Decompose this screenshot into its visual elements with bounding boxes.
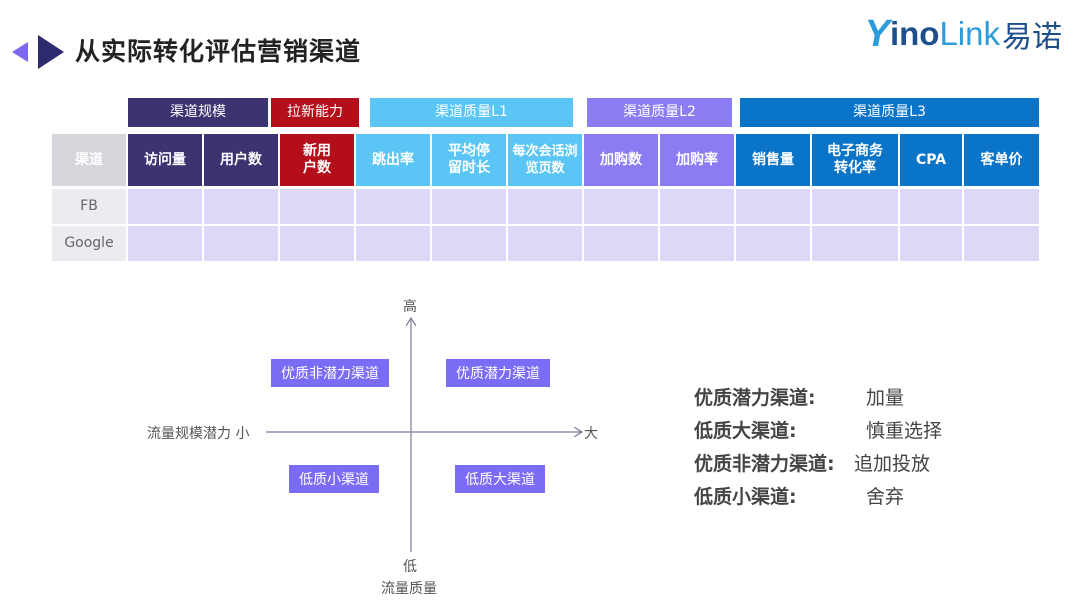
group-acquisition: 拉新能力 <box>271 98 359 127</box>
y-axis-high: 高 <box>403 299 417 315</box>
group-quality-l3: 渠道质量L3 <box>740 98 1039 127</box>
table-cell <box>128 226 202 261</box>
header-cpa: CPA <box>900 134 962 186</box>
x-axis-big: 大 <box>584 426 598 442</box>
quadrant-top-right: 优质潜力渠道 <box>446 359 550 387</box>
table-cell <box>432 189 506 224</box>
header-avg-duration: 平均停 留时长 <box>432 134 506 186</box>
table-cell <box>204 226 278 261</box>
logo-cn: 易诺 <box>1002 20 1062 55</box>
table-cell <box>812 226 898 261</box>
table-cell <box>736 226 810 261</box>
table-cell <box>584 189 658 224</box>
group-quality-l1: 渠道质量L1 <box>370 98 573 127</box>
table-cell <box>204 189 278 224</box>
header-add-to-cart: 加购数 <box>584 134 658 186</box>
header-pages-per-session: 每次会话浏 览页数 <box>508 134 582 186</box>
table-cell <box>128 189 202 224</box>
legend-key: 优质潜力渠道: <box>694 387 816 409</box>
page-title: 从实际转化评估营销渠道 <box>75 37 362 66</box>
table-cell <box>660 226 734 261</box>
table-cell <box>964 226 1039 261</box>
next-arrow-icon[interactable] <box>38 35 64 69</box>
header-sales: 销售量 <box>736 134 810 186</box>
table-cell <box>508 226 582 261</box>
quadrant-bottom-right: 低质大渠道 <box>455 465 545 493</box>
row-label: FB <box>52 189 126 224</box>
legend-key: 优质非潜力渠道: <box>694 453 835 475</box>
table-cell <box>900 189 962 224</box>
x-axis-label: 流量规模潜力 小 <box>147 426 250 442</box>
header-bounce-rate: 跳出率 <box>356 134 430 186</box>
header-channel: 渠道 <box>52 134 126 186</box>
table-cell <box>508 189 582 224</box>
table-cell <box>584 226 658 261</box>
legend-item: 优质潜力渠道: 加量 <box>694 383 904 410</box>
table-cell <box>660 189 734 224</box>
table-cell <box>356 226 430 261</box>
legend-value: 慎重选择 <box>866 420 943 442</box>
legend-value: 追加投放 <box>854 453 931 475</box>
header-new-users: 新用 户数 <box>280 134 354 186</box>
table-cell <box>432 226 506 261</box>
table-cell <box>280 189 354 224</box>
y-axis-low: 低 <box>403 559 417 575</box>
header-avg-order-value: 客单价 <box>964 134 1039 186</box>
header-add-to-cart-rate: 加购率 <box>660 134 734 186</box>
legend-item: 低质大渠道: 慎重选择 <box>694 416 942 443</box>
legend-item: 低质小渠道: 舍弃 <box>694 482 904 509</box>
header-users: 用户数 <box>204 134 278 186</box>
logo-ino: ino <box>889 15 940 52</box>
legend-value: 加量 <box>866 387 905 409</box>
table-cell <box>812 189 898 224</box>
legend-key: 低质小渠道: <box>694 486 797 508</box>
quadrant-bottom-left: 低质小渠道 <box>289 465 379 493</box>
table-cell <box>280 226 354 261</box>
table-cell <box>736 189 810 224</box>
quadrant-top-left: 优质非潜力渠道 <box>271 359 389 387</box>
prev-arrow-icon[interactable] <box>12 42 28 62</box>
legend-item: 优质非潜力渠道: 追加投放 <box>694 449 930 476</box>
header-visits: 访问量 <box>128 134 202 186</box>
table-cell <box>900 226 962 261</box>
y-axis-label: 流量质量 <box>381 581 437 597</box>
group-quality-l2: 渠道质量L2 <box>587 98 732 127</box>
legend-key: 低质大渠道: <box>694 420 797 442</box>
legend-value: 舍弃 <box>866 486 905 508</box>
header-ecommerce-conversion: 电子商务 转化率 <box>812 134 898 186</box>
row-label: Google <box>52 226 126 261</box>
logo-y: Y <box>864 12 890 55</box>
table-cell <box>964 189 1039 224</box>
group-channel-scale: 渠道规模 <box>128 98 268 127</box>
logo-link: Link <box>939 15 1000 52</box>
table-cell <box>356 189 430 224</box>
